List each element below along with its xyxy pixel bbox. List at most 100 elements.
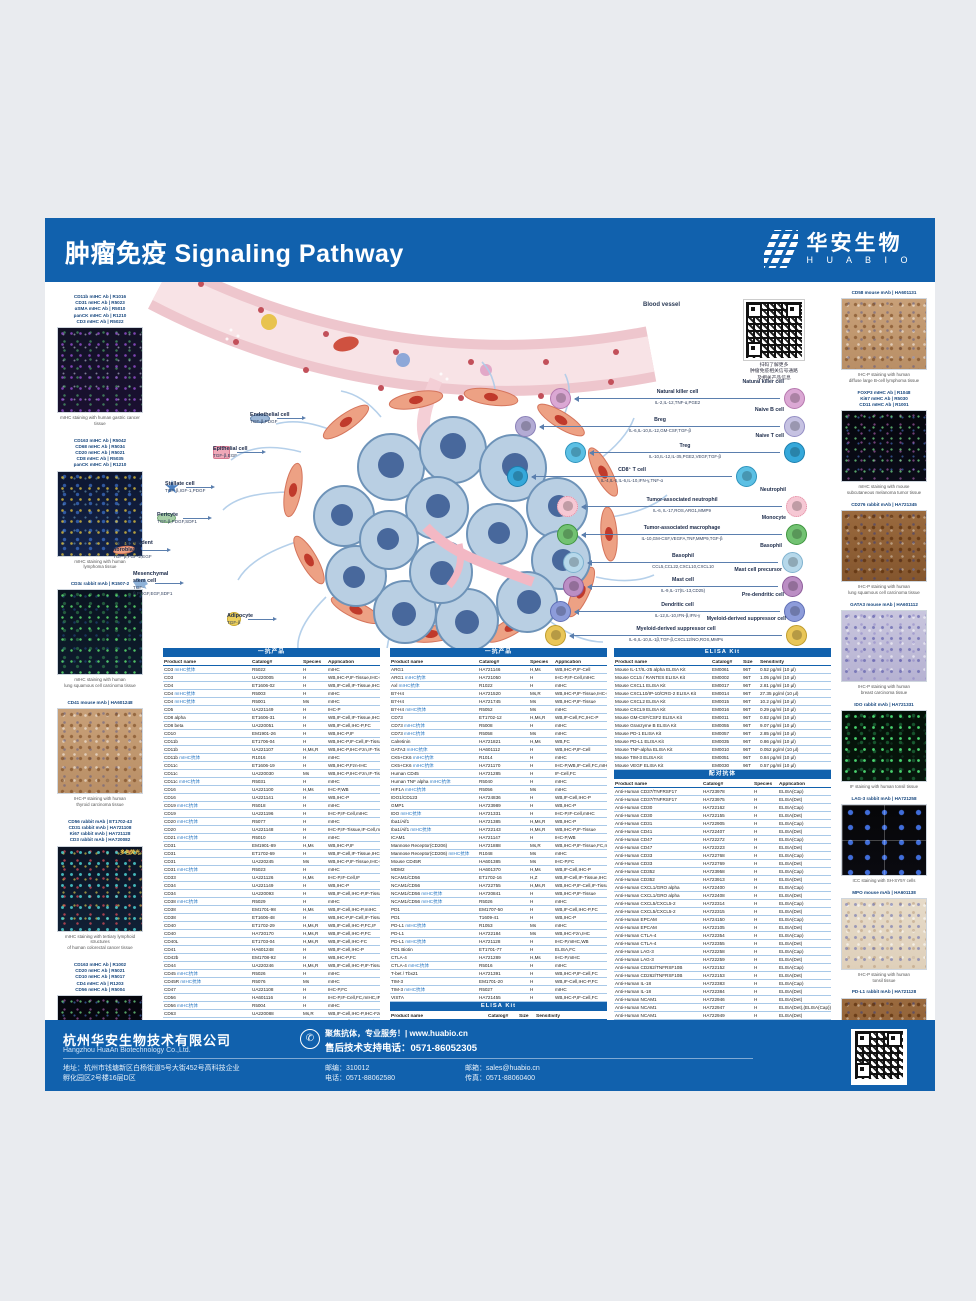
table-row: Calretinin HA721821 H,Ms WB,FC [390, 738, 607, 746]
table-row: CD21 mIHC抗体 R5010 H mIHC [163, 834, 380, 842]
micrograph-panel: FOXP3 mIHC Ab | R1048 Ki67 mIHC Ab | R50… [837, 390, 931, 496]
table-row: CD31 mIHC抗体 R5023 H mIHC [163, 866, 380, 874]
dendritic-cell-icon [550, 600, 571, 622]
arrow-left-icon [531, 473, 732, 480]
basophil-icon [563, 551, 584, 573]
t-cell-icon [736, 465, 757, 487]
table-row: Anti-Human CD262/TNFRSF10B HA722152 H EL… [614, 964, 831, 972]
poster: 肿瘤免疫 Signaling Pathway 华安生物 H U A B I O … [45, 218, 935, 1091]
panel-antibody-caption: CD11b mIHC Ab | R1016 CD31 mIHC Ab | R50… [73, 294, 127, 324]
table-row: CK5+CK6 mIHC抗体 HA721170 H IHC-P,WB,IF-Ce… [390, 762, 607, 770]
micrograph-image [841, 709, 927, 782]
arrow-left-icon [589, 449, 780, 456]
table-row: PD-L1 mIHC抗体 R1053 Ms mIHC [390, 922, 607, 930]
table-row: CD11b mIHC抗体 R1016 H mIHC [163, 754, 380, 762]
naive-b-cell-icon [784, 415, 805, 437]
table-title: 一抗产品 [163, 648, 380, 657]
micrograph-image [57, 327, 143, 414]
table-row: TIM-3 EM1701-20 H WB,IF-Cell,IHC-P,FC [390, 978, 607, 986]
micrograph-panel: CD3ε rabbit mAb | R1507-2 mIHC staining … [57, 581, 143, 689]
table-row: CD44 UA220246 H,Ms,R WB,IF-Cell,IHC-P,IF… [163, 963, 380, 970]
table-row: CD73 mIHC抗体 R5008 H mIHC [390, 722, 607, 730]
panel-antibody-caption: CD58 mouse mAb | HA601131 [851, 290, 917, 295]
micrograph-panel: CD276 rabbit mAb | HA721345 IHC-P staini… [837, 502, 931, 596]
table-row: NCAM1/CD56 ET1702-16 H,Z WB,IF-Cell,IF-T… [390, 875, 607, 882]
footer-divider [63, 1058, 753, 1059]
micrograph-image [841, 610, 927, 682]
footer-qr-code [851, 1029, 907, 1085]
info-qr-block: 扫码了解更多 肿瘤免疫相关信号通路 及相关产品信息 [743, 299, 805, 382]
monocyte-icon [786, 523, 807, 545]
table-row: Anti-Human CD41 HA722407 H ELISA(Det) [614, 828, 831, 836]
table-row: CD4 ET1606-02 H WB,IF-Cell,IF-Tissue,IHC… [163, 683, 380, 690]
panel-staining-caption: IHC-P staining with human thyroid carcin… [74, 796, 126, 808]
arrow-right-icon [186, 484, 215, 489]
table-row: Mouse VEGF ELISA Kit EM0030 96T 0.57 pg/… [614, 762, 831, 770]
table-row: Anti-Human LAG-3 HA722258 H ELISA(Cap) [614, 948, 831, 956]
micrograph-panel: CD163 mIHC Ab | R1002 CD20 mIHC Ab | R50… [57, 962, 143, 1020]
table-row: Mouse CXCL10/IP-10/CRG-2 ELISA Kit EM001… [614, 690, 831, 698]
table-row: CD40 ET1702-29 H,Ms,R WB,IF-Cell,IHC-P,F… [163, 922, 380, 930]
table-row: B7-H4 HA721745 Ms WB,IHC-P,IF-Tissue [390, 698, 607, 706]
panel-antibody-caption: MPO mouse mAb | HA601138 [852, 889, 916, 895]
table-row: Anti-Human CD31 HA722905 H ELISA(Cap) [614, 820, 831, 828]
table-row: ARG1 mIHC抗体 HA721050 H IHC-P,IF-Cell,mIH… [390, 674, 607, 682]
table-row: Mouse GM-CSF/CSF2 ELISA Kit EM0011 96T 0… [614, 714, 831, 722]
table-row: Anti-Human CD30 HA722162 H ELISA(Cap) [614, 804, 831, 812]
table-row: Anti-Human CD262/TNFRSF10B HA722153 H EL… [614, 972, 831, 980]
table-row: Anti-Human CXCL5/CXCL5-2 HA722315 H ELIS… [614, 908, 831, 916]
table-row: Mouse CD45R HA601385 Ms IHC-P,FC [390, 858, 607, 866]
table-row: PD1 EM1707-50 H WB,IF-Cell,IHC-P,FC [390, 906, 607, 914]
panel-staining-caption: mIHC staining with tertiary lymphoid str… [64, 933, 136, 951]
table-row: CD73 ET1702-12 H,Ms,R WB,IF-Cell,FC,IHC-… [390, 714, 607, 722]
table-row: MDM2 HA601370 H,Ms WB,IF-Cell,IHC-P [390, 866, 607, 874]
table-row: PD-L1 mIHC抗体 HA721128 H IHC-P,mIHC,WB [390, 938, 607, 946]
table-row: Anti-Human CTLA-4 HA722355 H ELISA(Det) [614, 940, 831, 948]
table-row: NCAM1/CD56 mIHC抗体 R5026 H mIHC [390, 898, 607, 906]
pericyte-icon [157, 513, 176, 523]
table-row: CK5+CK6 mIHC抗体 R1014 H mIHC [390, 754, 607, 762]
naive-t-cell-icon [784, 441, 805, 463]
blood-vessel-label: Blood vessel [643, 302, 681, 308]
table-row: Anti-Human CD30 HA722155 H ELISA(Det) [614, 812, 831, 820]
mast-cell-icon [563, 575, 584, 597]
table-row: GATA3 mIHC抗体 HA601112 H WB,IHC-P,IF-Cell [390, 746, 607, 754]
arrow-right-icon [142, 547, 171, 552]
table-row: CD33 UA221126 H,Ms IHC-P,IF-Cell,IF [163, 874, 380, 882]
basophil-icon [782, 551, 803, 573]
table-row: CD47 UA221108 H IHC-P,FC [163, 986, 380, 994]
panel-antibody-caption: LAG-3 rabbit mAb | HA721258 [851, 795, 917, 801]
table-row: CD34 UA220093 H WB,IF-Cell,IHC-P,IF-Tiss… [163, 891, 380, 898]
nk-cell-icon [784, 387, 805, 409]
poster-content: CD11b mIHC Ab | R1016 CD31 mIHC Ab | R50… [45, 282, 935, 1020]
table-row: CD4 mIHC抗体 R5001 Ms mIHC [163, 698, 380, 706]
table-row: Iba1/Aif1 HA721385 H,Ms,R WB,IHC-P [390, 818, 607, 826]
table-row: CD8 beta UA220051 H WB,IF-Cell,IHC-P,FC [163, 722, 380, 730]
tumor-associated-macrophage-icon [557, 523, 578, 545]
panel-staining-caption: ICC staining with SH-SY5Y cells [852, 877, 916, 883]
breg-cell-icon [515, 415, 536, 437]
tumor-microenvironment-diagram [148, 282, 668, 648]
table-row: PD1 Biotin ET1701-77 H ELISA,FC [390, 946, 607, 954]
panel-antibody-caption: CD41 mouse mAb | HA601248 [67, 700, 133, 706]
table-row: ARG1 HA721146 H,Ms WB,IHC-P,IF-Cell [390, 666, 607, 674]
panel-antibody-caption: FOXP3 mIHC Ab | R1048 Ki67 mIHC Ab | R50… [857, 389, 911, 408]
table-row: CD16 UA221141 H WB,IHC-P [163, 794, 380, 802]
table-row: Iba1/Aif1 mIHC抗体 HA722143 H,Ms,R WB,IHC-… [390, 826, 607, 834]
table-row: Anti-Human IL-18 HA722384 H ELISA(Det) [614, 988, 831, 996]
micrograph-panel: CD41 mouse mAb | HA601248 IHC-P staining… [57, 700, 143, 808]
panel-antibody-caption: CD163 mIHC Ab | R5042 CD68 mIHC Ab | R50… [73, 437, 127, 468]
table-row: Mouse PD-1 ELISA Kit EM0057 96T 2.85 pg/… [614, 730, 831, 738]
table-row: CD34 UA221149 H WB,IHC-P [163, 882, 380, 890]
table-row: CD11c UA220030 Ms WB,IHC-P,IHC-Fzn,IF-Ti… [163, 771, 380, 778]
